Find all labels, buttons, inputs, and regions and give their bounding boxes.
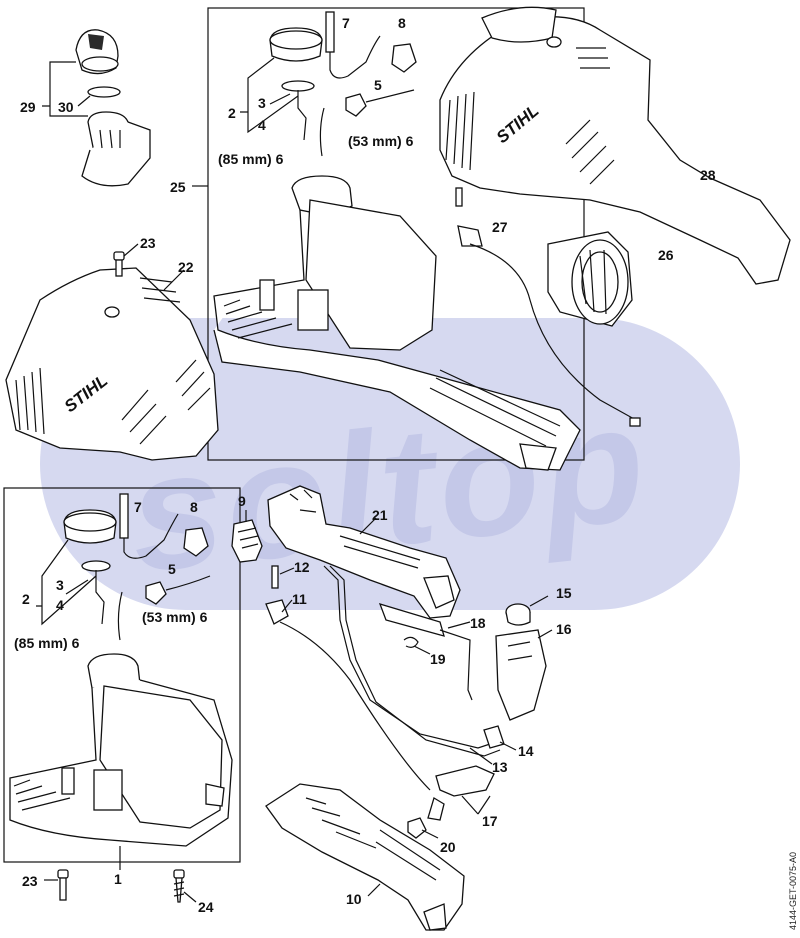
fuel-hoses-upper: [319, 11, 417, 157]
leader-14: [499, 741, 517, 751]
fuel-filter: [231, 519, 263, 563]
callout-30: 30: [58, 99, 74, 115]
engine-housing-lower: [9, 653, 233, 847]
fan-housing-shroud: STIHL: [439, 6, 791, 285]
callout-7-lower: 7: [134, 499, 142, 515]
callout-8-lower: 8: [190, 499, 198, 515]
callout-labels: 29 30 25 23 22 7 8 5 2 3 4 (53 mm) 6 (85…: [14, 15, 716, 915]
callout-18: 18: [470, 615, 486, 631]
callout-14: 14: [518, 743, 534, 759]
leader-22: [163, 269, 185, 291]
fuel-cap-upper: [269, 27, 323, 141]
filler-cap-assembly: [75, 29, 151, 187]
control-cables: [265, 565, 505, 791]
leader-20: [421, 829, 439, 839]
leader-10: [367, 883, 381, 897]
callout-5-upper: 5: [374, 77, 382, 93]
callout-20: 20: [440, 839, 456, 855]
leader-19: [413, 645, 431, 655]
leader-23-upper: [123, 243, 139, 257]
callout-6-lower-85: (85 mm) 6: [14, 635, 80, 651]
callout-6-upper-53: (53 mm) 6: [348, 133, 414, 149]
assembly-box-lower: [3, 487, 241, 863]
callout-25: 25: [170, 179, 186, 195]
throttle-trigger: [427, 765, 495, 821]
callout-2-upper: 2: [228, 105, 236, 121]
fuel-cap-lower: [63, 509, 117, 625]
handle-tube-housing: [267, 485, 461, 619]
callout-17: 17: [482, 813, 498, 829]
callout-23-upper: 23: [140, 235, 156, 251]
callout-21: 21: [372, 507, 388, 523]
callout-6-lower-53: (53 mm) 6: [142, 609, 208, 625]
callout-23-lower: 23: [22, 873, 38, 889]
callout-22: 22: [178, 259, 194, 275]
engine-housing-upper: [213, 175, 581, 471]
leader-15: [529, 595, 549, 607]
assembly-box-upper: [207, 7, 585, 461]
screw-23-lower: [57, 869, 69, 901]
callout-27: 27: [492, 219, 508, 235]
callout-13: 13: [492, 759, 508, 775]
callout-26: 26: [658, 247, 674, 263]
callout-12: 12: [294, 559, 310, 575]
stop-button: [505, 603, 531, 626]
leaders-2-3-4-lower: [36, 539, 97, 626]
callout-29: 29: [20, 99, 36, 115]
leader-30: [77, 95, 91, 107]
leader-12: [279, 567, 295, 575]
throttle-cable-upper: [455, 187, 641, 427]
document-id: 4144-GET-0075-A0: [788, 852, 798, 930]
callout-24: 24: [198, 899, 214, 915]
leader-11: [281, 599, 293, 613]
callout-10: 10: [346, 891, 362, 907]
callout-4-lower: 4: [56, 597, 64, 613]
callout-11: 11: [292, 591, 307, 607]
interlock-lever: [407, 817, 427, 839]
callout-16: 16: [556, 621, 572, 637]
callout-5-lower: 5: [168, 561, 176, 577]
callout-1: 1: [114, 871, 122, 887]
leader-24: [183, 891, 197, 903]
leader-29: [42, 61, 88, 117]
callout-28: 28: [700, 167, 716, 183]
leader-17: [461, 795, 491, 815]
engine-cover: STIHL: [5, 267, 219, 461]
throttle-trigger-rod: [378, 603, 473, 701]
callout-15: 15: [556, 585, 572, 601]
leader-18: [447, 621, 471, 629]
callout-19: 19: [430, 651, 446, 667]
screw-23-upper: [113, 251, 125, 277]
callout-3-upper: 3: [258, 95, 266, 111]
callout-8-upper: 8: [398, 15, 406, 31]
leader-21: [359, 517, 377, 535]
callout-3-lower: 3: [56, 577, 64, 593]
torsion-spring: [403, 636, 419, 648]
fuel-hoses-lower: [117, 493, 211, 641]
leader-13: [469, 747, 493, 765]
control-handle: [265, 783, 465, 931]
leaders-2-3-4-upper: [240, 57, 299, 134]
switch-bracket: [495, 629, 547, 721]
callout-2-lower: 2: [22, 591, 30, 607]
callout-7-upper: 7: [342, 15, 350, 31]
leader-16: [537, 629, 553, 639]
callout-9: 9: [238, 493, 246, 509]
screw-24: [173, 869, 185, 903]
callout-4-upper: 4: [258, 117, 266, 133]
callout-6-upper-85: (85 mm) 6: [218, 151, 284, 167]
air-intake-cover: [547, 231, 633, 327]
